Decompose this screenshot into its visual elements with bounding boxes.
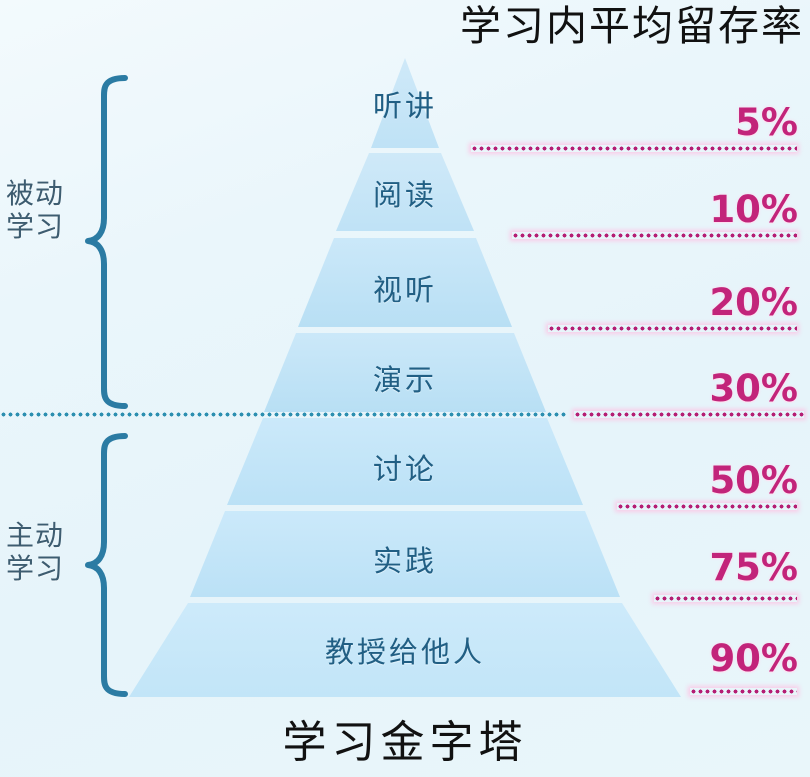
pyramid-level-label-2: 阅读 (372, 178, 437, 212)
pyramid-level-1 (371, 58, 439, 148)
leader-line-4 (574, 411, 804, 418)
leader-line-1 (471, 145, 797, 152)
pyramid-level-7 (129, 603, 681, 697)
leader-line-6 (654, 595, 797, 602)
group-label-active: 主动 学习 (6, 519, 65, 586)
pyramid-level-label-3: 视听 (372, 273, 437, 307)
pyramid-level-3 (298, 238, 512, 327)
active-group-bracket (85, 433, 128, 697)
pyramid-level-label-4: 演示 (372, 363, 437, 397)
retention-percent-4: 30% (709, 367, 798, 410)
diagram-caption: 学习金字塔 (282, 718, 528, 767)
pyramid-level-label-6: 实践 (372, 544, 437, 578)
leader-line-3 (548, 325, 797, 332)
pyramid-level-2 (336, 153, 474, 231)
leader-line-2 (512, 232, 797, 239)
passive-active-divider (0, 411, 567, 418)
leader-line-5 (617, 503, 797, 510)
passive-group-bracket (85, 75, 128, 409)
pyramid-level-6 (190, 511, 620, 597)
pyramid-level-label-1: 听讲 (372, 89, 437, 123)
pyramid-level-label-5: 讨论 (372, 452, 437, 486)
pyramid-level-4 (264, 333, 546, 412)
retention-percent-1: 5% (735, 101, 798, 144)
leader-line-7 (690, 688, 797, 695)
retention-percent-2: 10% (709, 188, 798, 231)
pyramid-level-5 (227, 418, 583, 505)
retention-percent-3: 20% (709, 281, 798, 324)
group-label-passive: 被动 学习 (6, 177, 65, 244)
retention-percent-7: 90% (709, 637, 798, 680)
diagram-title: 学习内平均留存率 (460, 3, 804, 49)
retention-percent-5: 50% (709, 459, 798, 502)
pyramid-level-label-7: 教授给他人 (324, 635, 485, 669)
retention-percent-6: 75% (709, 546, 798, 589)
